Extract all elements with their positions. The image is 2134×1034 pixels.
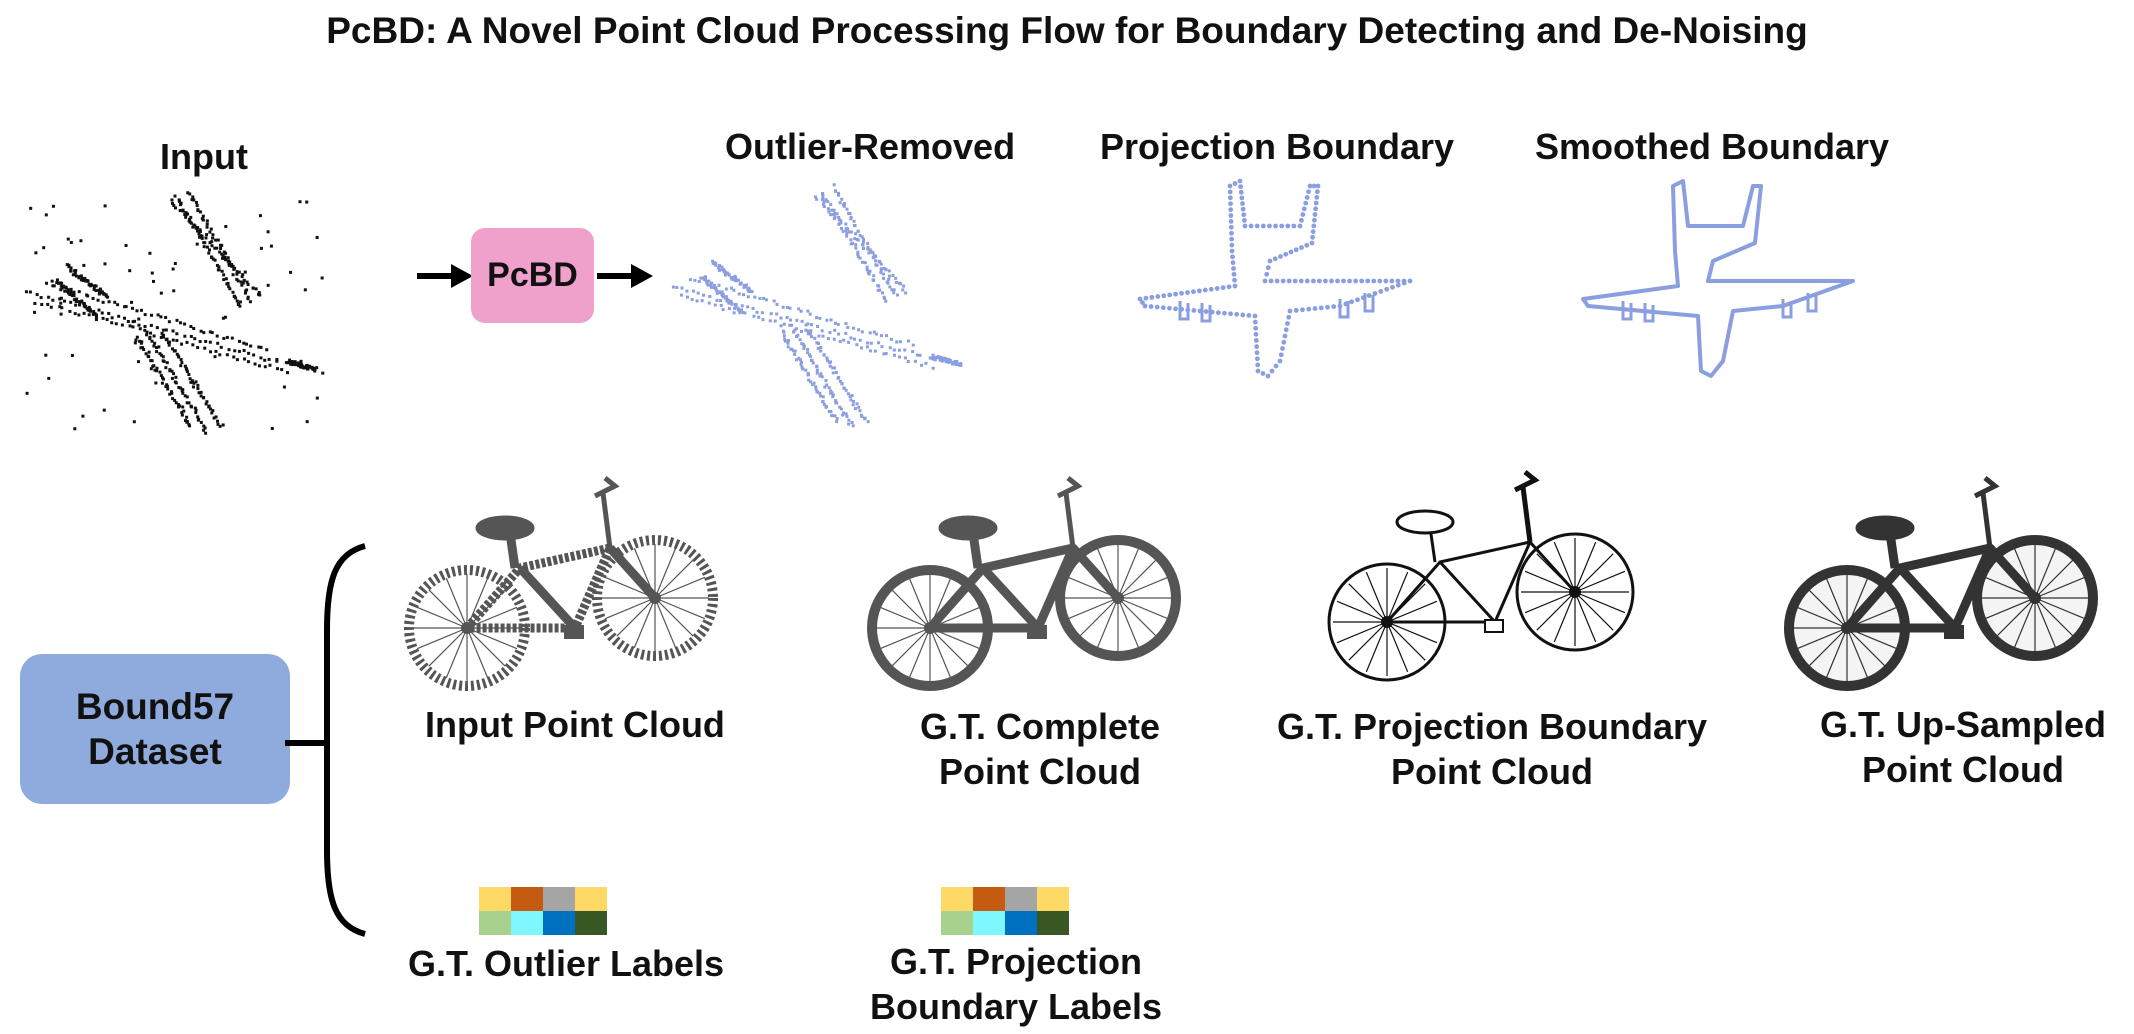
outlier-removed-airplane: [671, 183, 963, 428]
pcbd-method-box: PcBD: [471, 228, 594, 323]
projection-labels-label: G.T. Projection Boundary Labels: [870, 941, 1163, 1027]
input-airplane-point-cloud: [24, 191, 325, 435]
dataset-name-line1: Bound57: [75, 685, 235, 727]
bound57-dataset-box: Bound57 Dataset: [20, 654, 290, 804]
projection-boundary-outline: [1137, 178, 1413, 379]
outlier-labels-label: G.T. Outlier Labels: [408, 943, 725, 984]
dataset-item-label: G.T. Projection Boundary Point Cloud: [1277, 706, 1708, 792]
label-swatch: [575, 911, 607, 935]
dataset-name-line2: Dataset: [88, 731, 222, 772]
label-swatch: [543, 911, 575, 935]
label-swatch: [1037, 911, 1069, 935]
dataset-item-label: Input Point Cloud: [425, 704, 725, 745]
up-sampled-bicycle: [1784, 476, 2098, 691]
label-swatch: [511, 911, 543, 935]
label-swatch: [511, 887, 543, 911]
projection-labels-swatch-grid: [941, 887, 1069, 935]
label-swatch: [575, 887, 607, 911]
figure-title: PcBD: A Novel Point Cloud Processing Flo…: [326, 10, 1808, 51]
label-swatch: [941, 887, 973, 911]
label-swatch: [1005, 887, 1037, 911]
label-swatch: [973, 911, 1005, 935]
projection-boundary-label: Projection Boundary: [1100, 126, 1455, 167]
dataset-bracket: [285, 543, 366, 937]
label-swatch: [479, 911, 511, 935]
input-point-cloud-bicycle: [404, 476, 718, 691]
complete-point-cloud-bicycle: [867, 476, 1181, 691]
projection-boundary-bicycle: [1327, 470, 1635, 682]
label-swatch: [973, 887, 1005, 911]
label-swatch: [941, 911, 973, 935]
dataset-item-label: G.T. Complete Point Cloud: [920, 706, 1161, 792]
dataset-item-label: G.T. Up-Sampled Point Cloud: [1820, 704, 2107, 790]
label-swatch: [543, 887, 575, 911]
label-swatch: [1005, 911, 1037, 935]
arrow-right-icon: [417, 264, 473, 288]
smoothed-boundary-label: Smoothed Boundary: [1535, 126, 1890, 167]
outlier-removed-label: Outlier-Removed: [725, 126, 1016, 167]
outlier-labels-swatch-grid: [479, 887, 607, 935]
input-label: Input: [160, 136, 248, 177]
label-swatch: [479, 887, 511, 911]
label-swatch: [1037, 887, 1069, 911]
smoothed-boundary-outline: [1581, 179, 1855, 378]
arrow-right-icon: [597, 264, 653, 288]
